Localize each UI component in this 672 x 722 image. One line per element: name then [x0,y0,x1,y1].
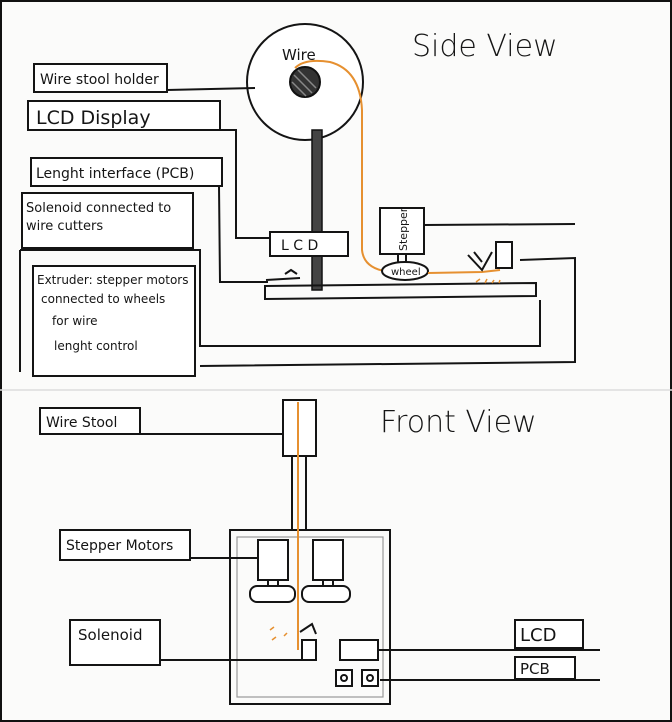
housing-front [229,529,391,705]
label-length-interface: Lenght interface (PCB) [30,157,223,187]
label-lcd-front: LCD [514,619,584,649]
label-stepper-motors: Stepper Motors [59,529,191,561]
leader-extruder [20,249,541,347]
leader-spool [166,87,256,91]
svg-text:Wire stool holder: Wire stool holder [40,72,159,88]
wire-spool-side: Wire [246,23,393,273]
svg-text:Extruder: stepper motors: Extruder: stepper motors [37,273,188,287]
label-wire-spool-holder: Wire stool holder [33,63,168,93]
leader-stepper [423,223,576,226]
svg-text:wire cutters: wire cutters [26,219,103,234]
lcd-box-side: L C D [269,231,349,257]
svg-text:wheel: wheel [391,267,421,278]
svg-text:connected to wheels: connected to wheels [41,292,165,306]
svg-text:PCB: PCB [520,660,550,678]
stepper-side: Stepper wheel [379,207,429,281]
svg-text:for wire: for wire [52,314,98,328]
svg-text:lenght control: lenght control [54,339,138,353]
front-view-title: Front View [380,405,537,440]
side-view-title: Side View [412,29,558,64]
solenoid-front [269,622,317,661]
label-pcb-front: PCB [514,656,576,680]
base-plate [264,281,537,301]
svg-text:Solenoid connected to: Solenoid connected to [26,201,171,216]
svg-text:LCD: LCD [520,625,556,646]
lcd-front [339,639,379,661]
svg-text:Stepper: Stepper [397,207,410,251]
spool-stand [291,456,307,530]
wire-cutter-side [467,241,513,284]
label-wire-spool-front: Wire Stool [39,407,141,435]
spool-pole [311,129,323,291]
label-solenoid-front: Solenoid [69,619,161,666]
label-solenoid-side: Solenoid connected to wire cutters [21,192,194,249]
leader-pcb [218,185,268,283]
spool-label: Wire [282,46,316,64]
wire-side [427,269,501,274]
spool-front [282,399,317,457]
spool-hub [289,66,321,98]
svg-text:LCD Display: LCD Display [36,107,151,129]
leader-solenoid [199,256,576,367]
pcb-side [265,268,301,281]
stepper-motors-front [249,539,351,603]
svg-text:Wire Stool: Wire Stool [46,415,117,431]
pcb-front [335,669,379,687]
label-extruder: Extruder: stepper motors connected to wh… [32,265,196,377]
svg-text:Solenoid: Solenoid [78,626,142,644]
leader-lcd [220,129,270,239]
svg-text:L C D: L C D [281,238,318,254]
svg-text:Lenght interface (PCB): Lenght interface (PCB) [36,166,194,182]
svg-text:Stepper Motors: Stepper Motors [66,538,173,554]
wheel [381,261,429,281]
label-lcd-display: LCD Display [27,100,221,131]
